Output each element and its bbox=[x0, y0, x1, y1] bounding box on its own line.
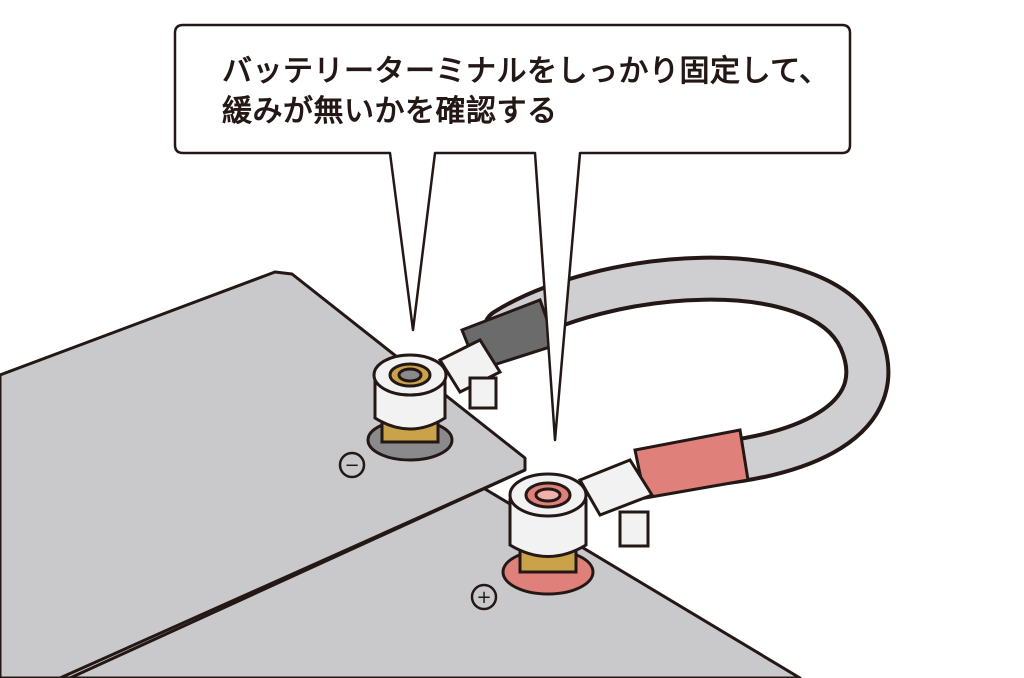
cable bbox=[482, 255, 891, 488]
negative-terminal bbox=[366, 338, 503, 462]
callout-text: バッテリーターミナルをしっかり固定して、 緩みが無いかを確認する bbox=[222, 52, 830, 132]
speech-callout bbox=[173, 23, 852, 442]
svg-text:−: − bbox=[344, 455, 359, 476]
callout-line-2: 緩みが無いかを確認する bbox=[222, 94, 558, 129]
battery-edge bbox=[59, 468, 526, 678]
svg-text:+: + bbox=[476, 587, 491, 608]
negative-symbol: − bbox=[338, 451, 366, 479]
callout-line-1: バッテリーターミナルをしっかり固定して、 bbox=[222, 54, 830, 89]
positive-sleeve bbox=[633, 428, 750, 500]
positive-terminal bbox=[501, 458, 655, 596]
positive-symbol: + bbox=[470, 583, 498, 611]
